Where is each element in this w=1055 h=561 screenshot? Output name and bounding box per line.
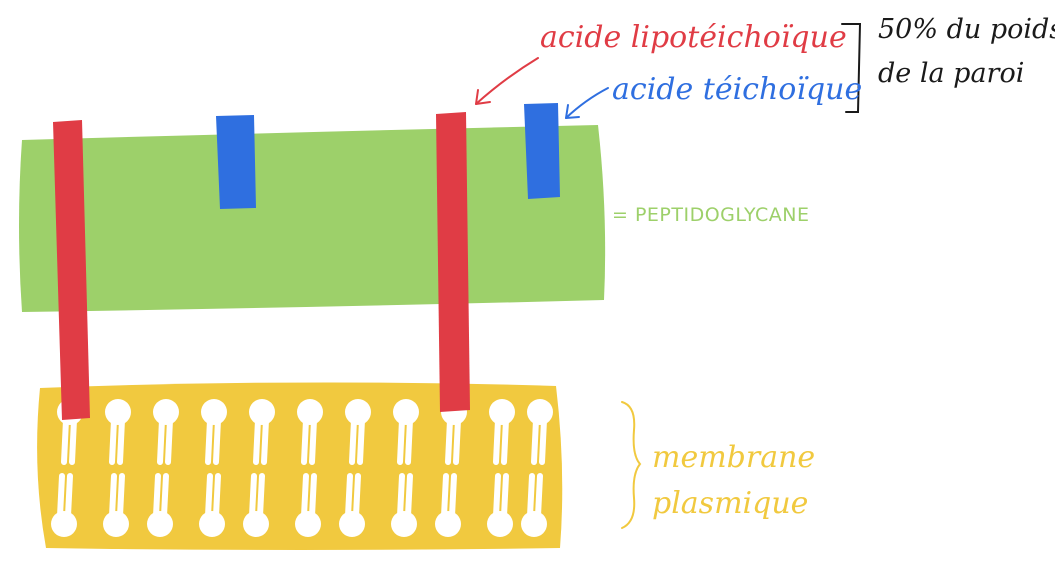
wall-weight-label-line2: de la paroi	[878, 58, 1024, 89]
teichoic-acid-bar-left	[216, 115, 256, 209]
wall-weight-label-line1: 50% du poids	[878, 14, 1055, 45]
lipoteichoic-acid-label: acide lipotéichoïque	[540, 20, 847, 55]
peptidoglycan-label: = PEPTIDOGLYCANE	[612, 204, 810, 226]
lipoteichoic-arrow	[476, 58, 538, 104]
teichoic-acid-bar-right	[524, 103, 560, 199]
teichoic-acid-label: acide téichoïque	[612, 72, 862, 107]
teichoic-arrow	[566, 88, 608, 118]
plasma-membrane	[37, 382, 562, 550]
membrane-brace	[622, 402, 640, 528]
lipoteichoic-acid-bar-right	[436, 112, 470, 412]
membrane-label-line2: plasmique	[652, 486, 808, 521]
peptidoglycan-layer	[19, 125, 605, 312]
membrane-label-line1: membrane	[652, 440, 815, 475]
